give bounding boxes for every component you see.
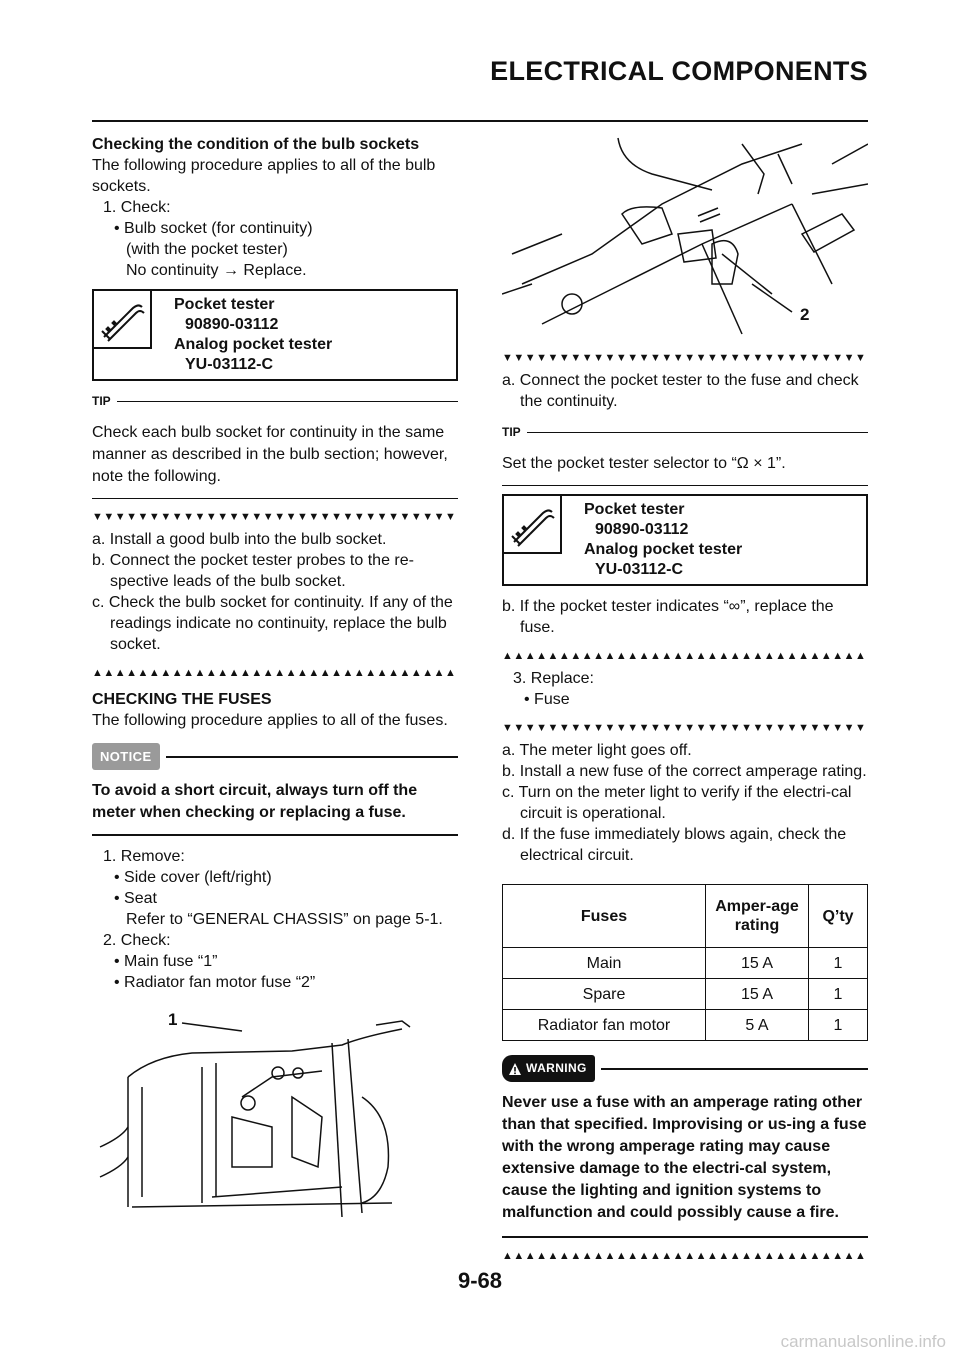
tip-text: Check each bulb socket for continuity in… <box>92 424 448 485</box>
right-tip-label: TIP <box>502 425 521 439</box>
sub-step-b: b. Connect the pocket tester probes to t… <box>92 552 414 590</box>
procedure-start-marker: ▼▼▼▼▼▼▼▼▼▼▼▼▼▼▼▼▼▼▼▼▼▼▼▼▼▼▼▼▼▼▼▼▼ <box>92 511 458 523</box>
col-header-fuses: Fuses <box>502 884 706 948</box>
tool-name-1: Pocket tester <box>174 296 275 313</box>
replace-sub-b: b. Install a new fuse of the correct amp… <box>502 763 867 780</box>
table-cell: 15 A <box>705 978 809 1010</box>
right-tool-name-2: Analog pocket tester <box>584 541 743 558</box>
tool-text: Pocket tester 90890-03112 Analog pocket … <box>174 295 332 375</box>
table-cell: 1 <box>808 978 868 1010</box>
table-cell: Radiator fan motor <box>502 1009 706 1041</box>
right-tool-text: Pocket tester 90890-03112 Analog pocket … <box>584 500 742 580</box>
procedure-end-marker: ▲▲▲▲▲▲▲▲▲▲▲▲▲▲▲▲▲▲▲▲▲▲▲▲▲▲▲▲▲▲▲▲▲ <box>92 667 458 679</box>
warning-text: Never use a fuse with an amperage rating… <box>502 1094 867 1221</box>
right-tip-header: TIP <box>502 422 868 443</box>
procedure-end-marker-right-2: ▲▲▲▲▲▲▲▲▲▲▲▲▲▲▲▲▲▲▲▲▲▲▲▲▲▲▲▲▲▲▲▲▲ <box>502 1250 868 1262</box>
title-divider <box>92 120 868 122</box>
page-title: ELECTRICAL COMPONENTS <box>490 56 868 86</box>
replace-sub-c: c. Turn on the meter light to verify if … <box>502 784 852 822</box>
procedure-end-marker-right: ▲▲▲▲▲▲▲▲▲▲▲▲▲▲▲▲▲▲▲▲▲▲▲▲▲▲▲▲▲▲▲▲▲ <box>502 650 868 662</box>
left-column: Checking the condition of the bulb socke… <box>92 134 458 1227</box>
tool-box: Pocket tester 90890-03112 Analog pocket … <box>92 289 458 381</box>
remove-seat: • Seat <box>114 890 157 907</box>
notice-text: To avoid a short circuit, always turn of… <box>92 782 418 821</box>
table-row: Spare 15 A 1 <box>502 978 868 1010</box>
replace-step: 3. Replace: <box>513 670 594 687</box>
remove-side-cover: • Side cover (left/right) <box>114 869 272 886</box>
check-fan-fuse: • Radiator fan motor fuse “2” <box>114 974 316 991</box>
tip-divider <box>92 498 458 499</box>
tip-header: TIP <box>92 391 458 412</box>
table-cell: 1 <box>808 1009 868 1041</box>
warning-header: WARNING <box>502 1055 868 1082</box>
table-cell: 5 A <box>705 1009 809 1041</box>
fuse-spec-table: Fuses Amper-age rating Q’ty Main 15 A 1 … <box>502 884 868 1041</box>
procedure-start-marker-right-2: ▼▼▼▼▼▼▼▼▼▼▼▼▼▼▼▼▼▼▼▼▼▼▼▼▼▼▼▼▼▼▼▼▼ <box>502 722 868 734</box>
warning-label: WARNING <box>526 1061 587 1075</box>
page-number: 9-68 <box>457 1268 503 1293</box>
tester-tool-icon <box>94 291 152 349</box>
table-cell: Main <box>502 947 706 979</box>
table-cell: Spare <box>502 978 706 1010</box>
fuses-intro: The following procedure applies to all o… <box>92 712 448 729</box>
watermark: carmanualsonline.info <box>780 1332 946 1351</box>
right-sub-step-a: a. Connect the pocket tester to the fuse… <box>502 372 859 410</box>
step-1-bullet: • Bulb socket (for continuity) <box>114 220 313 237</box>
bulb-sockets-heading: Checking the condition of the bulb socke… <box>92 136 420 153</box>
figure-callout-1: 1 <box>168 1010 178 1029</box>
replace-fuse: • Fuse <box>524 691 570 708</box>
right-tip-divider <box>502 485 868 486</box>
replace-sub-d: d. If the fuse immediately blows again, … <box>502 826 847 864</box>
right-sub-step-b: b. If the pocket tester indicates “∞”, r… <box>502 598 834 636</box>
fuse-location-figure-right: 2 <box>501 134 869 346</box>
warning-icon <box>509 1062 521 1075</box>
table-cell: 15 A <box>705 947 809 979</box>
remove-reference: Refer to “GENERAL CHASSIS” on page 5-1. <box>126 911 443 928</box>
right-tool-name-1: Pocket tester <box>584 501 685 518</box>
table-cell: 1 <box>808 947 868 979</box>
tool-name-2: Analog pocket tester <box>174 336 333 353</box>
right-tester-tool-icon <box>504 496 562 554</box>
figure-callout-2: 2 <box>800 305 810 324</box>
check-main-fuse: • Main fuse “1” <box>114 953 218 970</box>
replace-sub-a: a. The meter light goes off. <box>502 742 692 759</box>
fuses-heading: CHECKING THE FUSES <box>92 691 272 708</box>
tool-number-1: 90890-03112 <box>185 316 279 333</box>
right-tool-box: Pocket tester 90890-03112 Analog pocket … <box>502 494 868 586</box>
tip-label: TIP <box>92 394 111 408</box>
warning-badge: WARNING <box>502 1055 595 1082</box>
sub-step-c: c. Check the bulb socket for continuity.… <box>92 594 453 653</box>
sub-step-a: a. Install a good bulb into the bulb soc… <box>92 531 387 548</box>
col-header-amperage: Amper-age rating <box>705 884 809 948</box>
col-header-qty: Q’ty <box>808 884 868 948</box>
fuse-location-figure-left: 1 <box>92 1007 458 1227</box>
warning-divider <box>502 1236 868 1238</box>
check-step: 2. Check: <box>103 932 171 949</box>
table-row: Radiator fan motor 5 A 1 <box>502 1009 868 1041</box>
right-tool-number-2: YU-03112-C <box>595 561 684 578</box>
tool-number-2: YU-03112-C <box>185 356 274 373</box>
right-tip-text: Set the pocket tester selector to “Ω × 1… <box>502 455 786 472</box>
notice-badge: NOTICE <box>92 743 160 770</box>
notice-divider <box>92 834 458 836</box>
table-row: Main 15 A 1 <box>502 947 868 979</box>
right-tool-number-1: 90890-03112 <box>595 521 689 538</box>
bulb-intro: The following procedure applies to all o… <box>92 157 436 195</box>
step-1: 1. Check: <box>103 199 171 216</box>
procedure-start-marker-right: ▼▼▼▼▼▼▼▼▼▼▼▼▼▼▼▼▼▼▼▼▼▼▼▼▼▼▼▼▼▼▼▼▼ <box>502 352 868 364</box>
right-column: 2 ▼▼▼▼▼▼▼▼▼▼▼▼▼▼▼▼▼▼▼▼▼▼▼▼▼▼▼▼▼▼▼▼▼ a. C… <box>501 134 869 1268</box>
notice-header: NOTICE <box>92 743 458 770</box>
step-1-result: No continuity → Replace. <box>126 262 307 279</box>
remove-step: 1. Remove: <box>103 848 185 865</box>
step-1-with: (with the pocket tester) <box>126 241 288 258</box>
